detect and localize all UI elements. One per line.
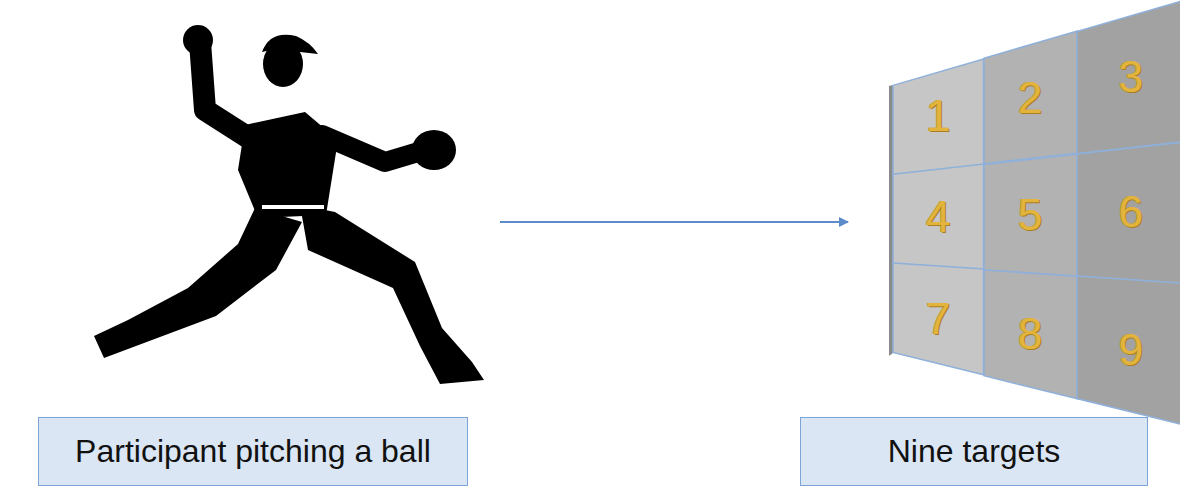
target-cell: 6 [1077, 142, 1180, 284]
target-cell: 7 [893, 263, 984, 375]
target-cell: 3 [1077, 0, 1180, 154]
pitcher-throwing-arm [200, 42, 252, 140]
pitcher-glove-arm [322, 135, 425, 162]
caption-box: Nine targets [800, 417, 1148, 486]
pitcher-belt [262, 205, 324, 209]
pitcher-fist [183, 25, 213, 55]
target-cell: 1 [893, 59, 984, 175]
caption-text: Participant pitching a ball [39, 418, 467, 485]
target-number: 2 [984, 31, 1077, 164]
target-number: 9 [1077, 276, 1180, 425]
target-cell: 2 [984, 31, 1077, 164]
target-number: 4 [893, 164, 984, 269]
target-number: 6 [1077, 142, 1180, 284]
cell-shape [1077, 0, 1180, 154]
target-number: 1 [893, 59, 984, 175]
target-cell: 8 [984, 270, 1077, 399]
target-number: 5 [984, 154, 1077, 276]
caption-box: Participant pitching a ball [38, 417, 468, 486]
target-cell: 5 [984, 154, 1077, 276]
cell-shape [984, 154, 1077, 276]
cell-shape [893, 59, 984, 175]
pitcher-back-leg [94, 208, 302, 358]
pitcher-front-leg [300, 205, 484, 384]
target-number: 3 [1077, 0, 1180, 154]
target-number: 7 [893, 263, 984, 375]
cell-shape [893, 164, 984, 269]
pitcher-silhouette [94, 25, 484, 384]
cell-shape [1077, 142, 1180, 284]
caption-text: Nine targets [801, 418, 1147, 485]
target-cell: 4 [893, 164, 984, 269]
cell-shape [893, 263, 984, 375]
cell-shape [1077, 276, 1180, 425]
cell-shape [984, 270, 1077, 399]
cell-shape [984, 31, 1077, 164]
pitch-arrow [500, 221, 848, 223]
pitcher-glove [412, 130, 456, 170]
target-number: 8 [984, 270, 1077, 399]
target-cell: 9 [1077, 276, 1180, 425]
pitcher-cap [262, 35, 318, 54]
